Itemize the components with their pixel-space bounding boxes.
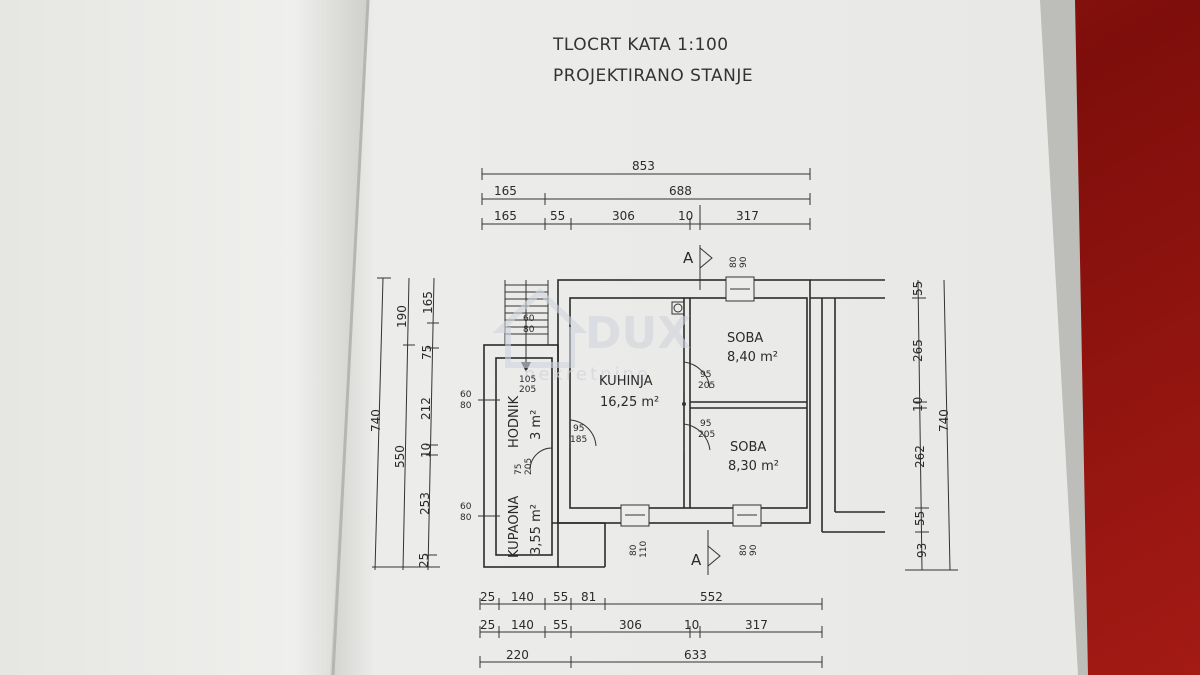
svg-text:90: 90 [749,544,759,556]
section-marker-top: A [683,245,713,290]
dim-bot3-633: 633 [684,648,707,662]
svg-text:75: 75 [514,464,524,475]
dim-left-253: 253 [418,492,432,515]
plan-title: TLOCRT KATA 1:100 [552,35,729,55]
dim-bot1-140: 140 [511,590,534,604]
svg-text:205: 205 [698,430,715,440]
svg-text:110: 110 [639,541,649,558]
dim-bot3-220: 220 [506,648,529,662]
plan-subtitle: PROJEKTIRANO STANJE [553,66,753,86]
dim-right-262: 262 [913,445,927,468]
dim-left-10: 10 [419,443,433,458]
dim-right-55b: 55 [913,511,927,526]
dim-top-688: 688 [669,184,692,198]
dim-bot2-25: 25 [480,618,495,632]
dim-top-306: 306 [612,209,635,223]
dim-bot2-306: 306 [619,618,642,632]
svg-text:80: 80 [739,544,749,556]
dim-left-740: 740 [369,409,383,432]
svg-text:80: 80 [629,544,639,556]
svg-text:205: 205 [519,385,536,395]
section-marker-bottom: A [691,530,721,575]
room-hodnik-area: 3 m² [529,410,544,440]
room-kuhinja-name: KUHINJA [599,374,653,389]
room-soba-2-name: SOBA [730,440,766,455]
dim-right-265: 265 [911,339,925,362]
svg-text:90: 90 [739,256,749,268]
dim-top-317: 317 [736,209,759,223]
dim-bot2-140: 140 [511,618,534,632]
room-soba-1-name: SOBA [727,331,763,346]
svg-text:80: 80 [460,401,472,411]
dim-left-165: 165 [421,291,435,314]
dim-bot1-81: 81 [581,590,596,604]
left-dimensions: 740 190 550 165 75 212 10 253 25 [369,277,440,571]
right-page [330,0,1078,675]
dim-top-10: 10 [678,209,693,223]
dim-bot2-10: 10 [684,618,699,632]
room-kupaona-area: 3,55 m² [529,504,544,555]
dim-left-550: 550 [393,445,407,468]
room-hodnik-name: HODNIK [507,395,522,448]
room-kupaona-name: KUPAONA [507,496,522,558]
svg-text:205: 205 [524,458,534,475]
svg-text:80: 80 [523,325,535,335]
floor-plan [478,276,885,568]
room-kuhinja-area: 16,25 m² [600,395,659,410]
room-soba-1-area: 8,40 m² [727,350,778,365]
dim-top-853: 853 [632,159,655,173]
opening-dimensions: 80 90 60 80 105 205 60 80 60 80 75 205 9… [460,256,759,558]
dim-right-55a: 55 [911,281,925,296]
dim-bot1-55: 55 [553,590,568,604]
svg-text:A: A [683,249,694,267]
dim-bot2-55: 55 [553,618,568,632]
dux-watermark: DUX nekretnine [492,287,691,385]
watermark-brand: DUX [585,308,691,359]
svg-text:80: 80 [729,256,739,268]
dim-right-740: 740 [937,409,951,432]
svg-text:80: 80 [460,513,472,523]
svg-text:185: 185 [570,435,587,445]
svg-text:60: 60 [523,314,535,324]
right-dimensions: 55 265 10 262 55 93 740 [905,279,958,571]
dim-top-55: 55 [550,209,565,223]
bottom-dimensions: 25 140 55 81 552 25 140 55 306 10 317 22… [479,590,823,668]
dim-left-190: 190 [395,305,409,328]
room-soba-2-area: 8,30 m² [728,459,779,474]
svg-text:95: 95 [700,419,711,429]
dim-left-212: 212 [419,397,433,420]
svg-text:105: 105 [519,375,536,385]
dim-right-93: 93 [915,543,929,558]
svg-text:60: 60 [460,390,472,400]
dim-right-10: 10 [911,397,925,412]
dim-left-75: 75 [420,345,434,360]
svg-text:95: 95 [573,424,584,434]
dim-top-165a: 165 [494,184,517,198]
dim-top-165b: 165 [494,209,517,223]
dim-bot1-25: 25 [480,590,495,604]
svg-text:205: 205 [698,381,715,391]
svg-text:60: 60 [460,502,472,512]
dim-left-25: 25 [417,553,431,568]
book-spine [331,0,370,675]
svg-text:95: 95 [700,370,711,380]
dim-bot1-552: 552 [700,590,723,604]
dim-bot2-317: 317 [745,618,768,632]
left-page [0,0,368,675]
svg-text:A: A [691,551,702,569]
top-dimensions: 853 165 688 165 55 306 10 317 [481,159,811,230]
watermark-sub: nekretnine [524,364,651,385]
